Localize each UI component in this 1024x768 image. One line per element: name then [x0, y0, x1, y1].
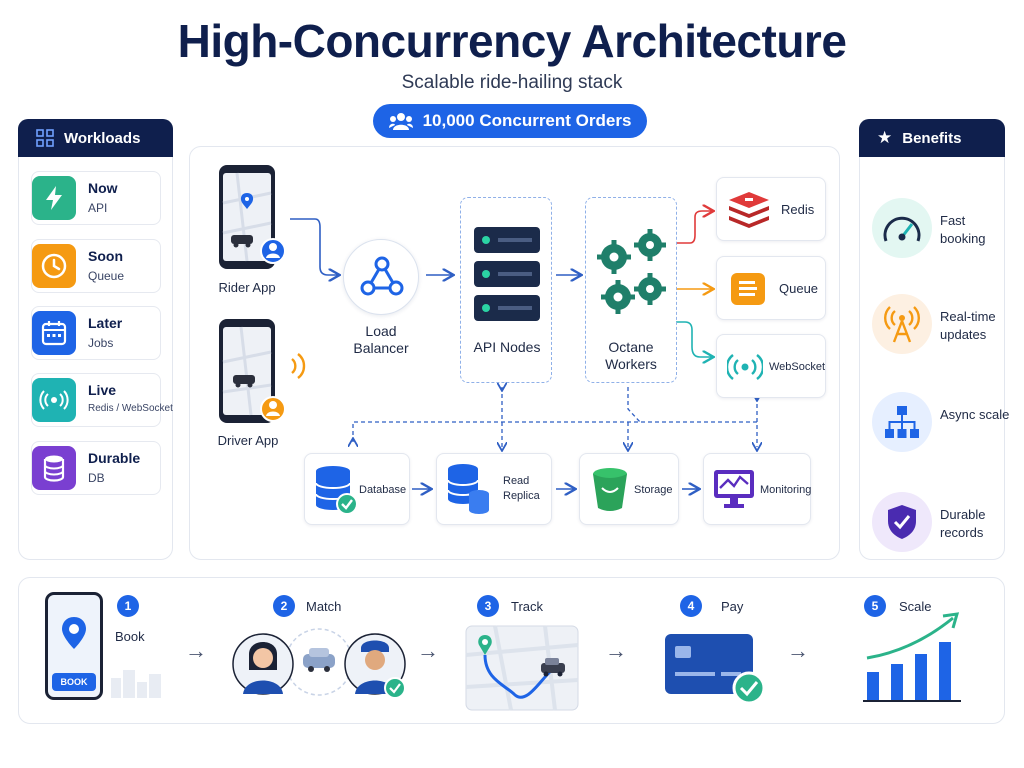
badge-label: 10,000 Concurrent Orders — [422, 111, 632, 130]
tracking-map — [465, 625, 579, 711]
phone-car-icon — [219, 319, 286, 423]
arrow-icon: → — [417, 638, 439, 663]
step-label: Match — [306, 599, 342, 614]
step-number: 4 — [680, 595, 702, 617]
queue-card: Queue — [716, 256, 826, 320]
network-icon — [360, 256, 404, 296]
step-label: Scale — [899, 599, 932, 614]
queue-icon — [731, 273, 765, 305]
architecture-diagram: Rider App Driver App Load Balancer A — [189, 146, 840, 560]
load-balancer-node — [343, 239, 419, 315]
database-card: Database — [304, 453, 410, 525]
redis-icon — [729, 192, 769, 228]
hierarchy-icon — [872, 392, 932, 452]
book-phone: BOOK — [45, 592, 103, 700]
arrow-icon: → — [787, 638, 809, 663]
workloads-header: Workloads — [18, 119, 173, 157]
bucket-icon — [593, 468, 627, 511]
arrow-icon: → — [605, 638, 627, 663]
database-icon — [32, 446, 76, 490]
driver-app-label: Driver App — [217, 433, 279, 448]
benefit-item: Fast booking — [872, 198, 1012, 262]
workload-item: Soon Queue — [31, 239, 161, 293]
antenna-icon — [872, 294, 932, 354]
load-balancer-label: Load Balancer — [353, 323, 409, 356]
credit-card-icon — [665, 634, 766, 705]
database-icon — [315, 466, 358, 515]
phone-map-icon — [219, 165, 286, 269]
book-button[interactable]: BOOK — [52, 673, 96, 691]
speedometer-icon — [872, 198, 932, 258]
city-skyline — [111, 670, 161, 698]
workload-item: Durable DB — [31, 441, 161, 495]
benefit-item: Async scale — [872, 392, 1012, 456]
page-title: High-Concurrency Architecture — [177, 15, 847, 67]
clock-icon — [32, 244, 76, 288]
redis-card: Redis — [716, 177, 826, 241]
step-number: 2 — [273, 595, 295, 617]
lightning-icon — [32, 176, 76, 220]
benefits-title: Benefits — [902, 129, 962, 147]
users-icon — [388, 113, 413, 130]
workloads-panel: Workloads Now API Soon Queue Later Jobs … — [18, 119, 173, 560]
driver-phone — [217, 317, 286, 427]
match-illustration — [232, 628, 406, 699]
monitoring-card: Monitoring — [703, 453, 811, 525]
step-number: 1 — [117, 595, 139, 617]
api-nodes-group — [460, 197, 552, 383]
step-label: Pay — [721, 599, 744, 614]
step-number: 3 — [477, 595, 499, 617]
read-replica-card: Read Replica — [436, 453, 552, 525]
growth-chart-icon — [863, 612, 961, 702]
benefits-header: ★ Benefits — [859, 119, 1005, 157]
monitor-icon — [714, 470, 754, 508]
diagram-connectors — [290, 147, 841, 561]
page-subtitle: Scalable ride-hailing stack — [401, 72, 623, 93]
workload-item: Now API — [31, 171, 161, 225]
signal-icon — [291, 353, 306, 379]
benefits-panel: ★ Benefits Fast booking Real-time update… — [859, 119, 1009, 560]
benefit-item: Durable records — [872, 492, 1012, 556]
step-label: Track — [511, 599, 544, 614]
gears-icon — [594, 227, 670, 319]
workload-item: Later Jobs — [31, 306, 161, 360]
rider-app-label: Rider App — [218, 280, 276, 295]
concurrency-badge: 10,000 Concurrent Orders — [373, 104, 647, 138]
workers-group — [585, 197, 677, 383]
calendar-icon — [32, 311, 76, 355]
websocket-card: WebSocket — [716, 334, 826, 398]
workers-label: Octane Workers — [605, 339, 657, 372]
workloads-title: Workloads — [64, 129, 141, 147]
broadcast-icon — [32, 378, 76, 422]
api-nodes-label: API Nodes — [473, 339, 541, 355]
benefit-item: Real-time updates — [872, 294, 1012, 358]
grid-icon — [36, 129, 54, 147]
shield-check-icon — [872, 492, 932, 552]
workload-item: Live Redis / WebSocket — [31, 373, 173, 427]
server-rack-icon — [472, 225, 542, 325]
arrow-icon: → — [185, 638, 207, 663]
broadcast-icon — [727, 354, 763, 380]
star-icon: ★ — [877, 128, 893, 147]
storage-card: Storage — [579, 453, 679, 525]
step-number: 5 — [864, 595, 886, 617]
database-replica-icon — [447, 464, 489, 514]
location-pin-icon — [62, 617, 86, 649]
ride-flow-panel: BOOK 1 Book → 2 Match → 3 Track → 4 Pay … — [18, 577, 1005, 724]
rider-phone — [217, 163, 286, 271]
step-label: Book — [115, 629, 145, 644]
